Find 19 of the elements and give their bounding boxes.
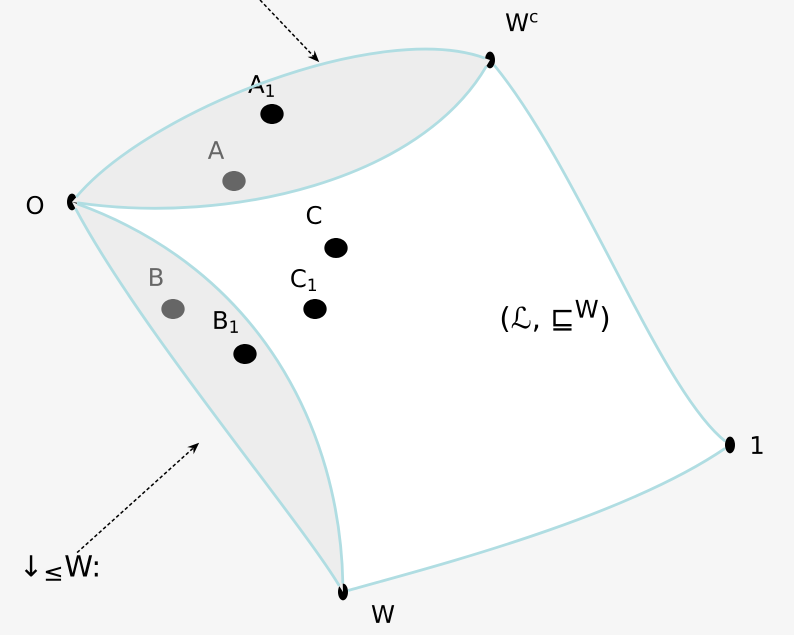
point: B$_{1}$ <box>214 311 257 364</box>
node-label: W$^{c}$ <box>506 12 538 32</box>
point: C <box>306 206 348 258</box>
node-label: 1 <box>752 436 762 454</box>
node-label: B$_{1}$ <box>214 311 238 333</box>
lattice-point: 1 <box>725 436 762 454</box>
point: B <box>150 268 185 319</box>
point: A <box>208 141 246 191</box>
node-label: A <box>208 141 224 159</box>
annotation: ↓$_{≤}$W: <box>24 555 98 581</box>
node-label: C$_{1}$ <box>291 269 316 291</box>
lattice-edge <box>493 64 726 442</box>
space-label: (ℒ, ⊑$^{W}$) <box>502 300 608 332</box>
node-label: C <box>306 206 322 224</box>
node-label: B <box>150 268 163 286</box>
point: C$_{1}$ <box>291 269 327 319</box>
lattice-edge <box>348 447 726 592</box>
node-label: W <box>372 605 394 623</box>
node-label: O <box>26 196 44 214</box>
